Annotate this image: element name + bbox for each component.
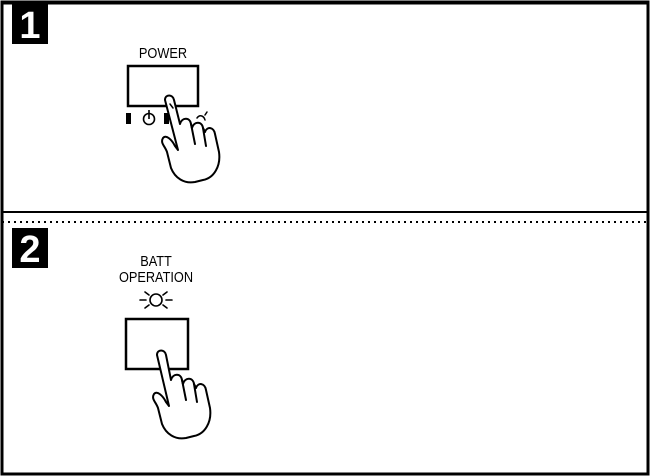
batt-operation-button[interactable]: [126, 319, 188, 369]
power-button-label: POWER: [139, 44, 187, 61]
step-2-number: 2: [19, 229, 40, 271]
step-1-number: 1: [19, 5, 40, 47]
batt-operation-label-line1: BATT: [140, 252, 172, 269]
light-on-icon: [140, 292, 172, 308]
pointing-hand-icon: [162, 96, 219, 183]
power-button[interactable]: [128, 66, 198, 106]
batt-operation-label-line2: OPERATION: [119, 268, 193, 285]
power-standby-icon: [126, 110, 169, 125]
